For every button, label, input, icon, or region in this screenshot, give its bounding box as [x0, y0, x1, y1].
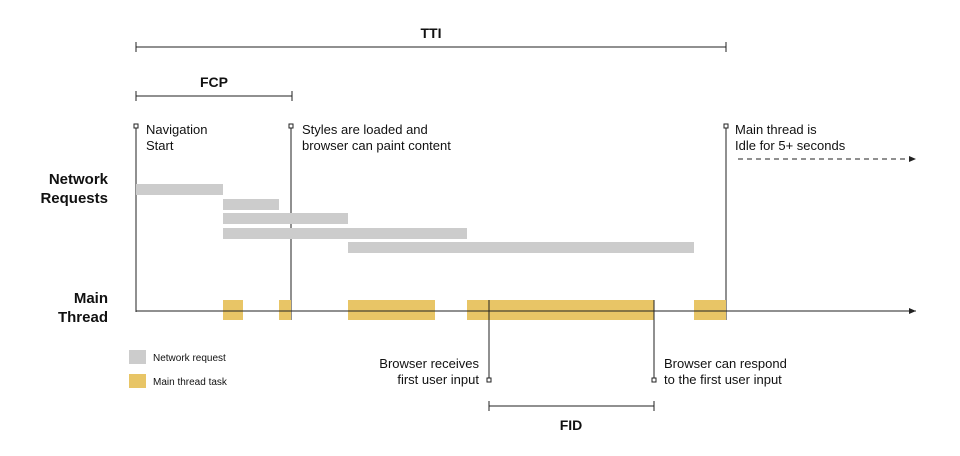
fid-label: FID: [560, 417, 583, 433]
main-thread-task-bar: [694, 300, 726, 320]
network-request-bar: [136, 184, 223, 195]
main-thread-task-bar: [279, 300, 291, 320]
tti-label: TTI: [421, 25, 442, 41]
network-requests-label-1: Network: [49, 171, 109, 188]
respond-input-marker: [651, 300, 657, 383]
first-input-marker: [486, 300, 492, 383]
main-thread-label-1: Main: [74, 290, 108, 307]
navigation-start-marker: [133, 123, 139, 312]
main-thread-label-2: Thread: [58, 309, 108, 326]
respond-input-text-1: Browser can respond: [664, 356, 787, 371]
legend-task-swatch: [129, 374, 146, 388]
network-request-bar: [223, 228, 467, 239]
network-request-bar: [348, 242, 694, 253]
first-input-text-1: Browser receives: [379, 356, 479, 371]
legend-task-label: Main thread task: [153, 377, 228, 388]
styles-loaded-text-1: Styles are loaded and: [302, 122, 428, 137]
idle-text-2: Idle for 5+ seconds: [735, 138, 846, 153]
navigation-start-text-1: Navigation: [146, 122, 207, 137]
main-thread-task-bar: [223, 300, 243, 320]
legend: Network request Main thread task: [129, 350, 228, 388]
styles-loaded-text-2: browser can paint content: [302, 138, 451, 153]
main-thread-idle-marker: [723, 123, 729, 320]
respond-input-text-2: to the first user input: [664, 372, 782, 387]
idle-text-1: Main thread is: [735, 122, 817, 137]
fid-span: [488, 401, 655, 411]
main-thread-task-bar: [467, 300, 654, 320]
tti-span: [135, 42, 727, 52]
legend-network-label: Network request: [153, 353, 226, 364]
main-thread-task-bar: [348, 300, 435, 320]
fcp-span: [135, 91, 293, 101]
main-thread-tasks: [223, 300, 726, 320]
first-input-text-2: first user input: [397, 372, 479, 387]
network-requests-label-2: Requests: [40, 190, 108, 207]
network-requests-bars: [136, 184, 694, 253]
fcp-label: FCP: [200, 74, 228, 90]
legend-network-swatch: [129, 350, 146, 364]
network-request-bar: [223, 199, 279, 210]
network-request-bar: [223, 213, 348, 224]
navigation-start-text-2: Start: [146, 138, 174, 153]
